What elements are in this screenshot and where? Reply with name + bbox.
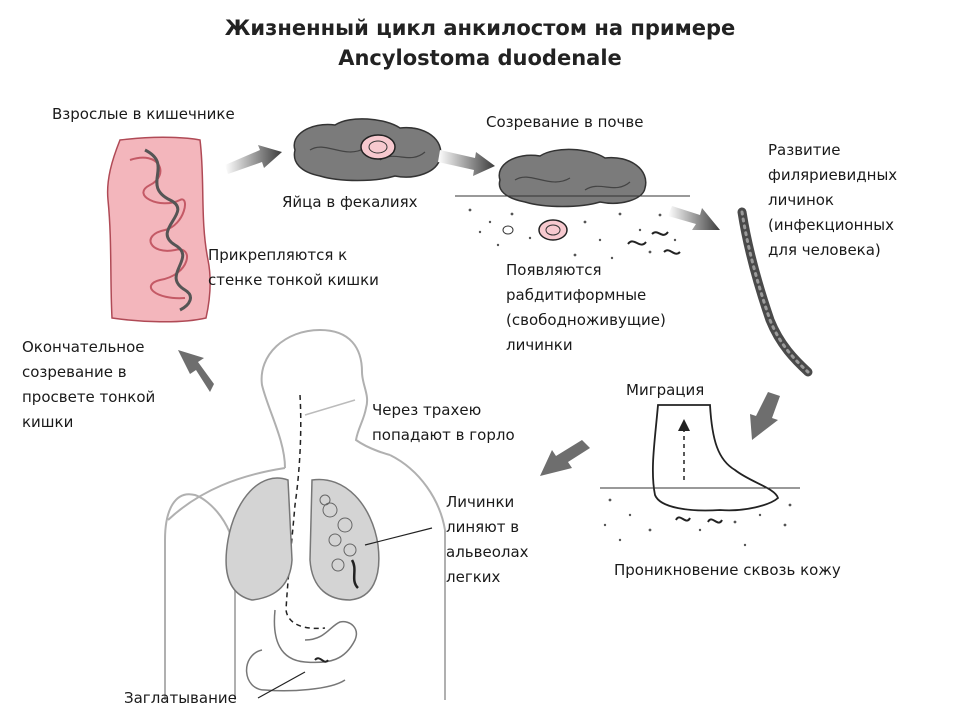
- adult-worm: [144, 148, 192, 312]
- arrow-soil-to-filariform: [668, 206, 720, 230]
- label-skin: Проникновение сквозь кожу: [614, 561, 841, 579]
- filariform-larva: [737, 207, 813, 377]
- left-lung: [225, 477, 293, 601]
- arrow-body-to-final: [178, 350, 214, 392]
- cycle-arrows: [178, 145, 780, 476]
- diagram-title-line1: Жизненный цикл анкилостом на примере: [224, 16, 736, 40]
- label-migration: Миграция: [626, 381, 705, 399]
- label-trachea: Через трахею попадают в горло: [372, 401, 515, 444]
- human-body-illustration: [164, 328, 446, 700]
- arrow-foot-to-body: [540, 440, 590, 476]
- stomach: [273, 609, 357, 664]
- intestine-illustration: [106, 136, 211, 323]
- arrow-eggs-to-soil: [438, 150, 495, 176]
- larva-in-soil: [675, 516, 691, 522]
- foot-illustration: [600, 404, 800, 547]
- label-eggs: Яйца в фекалиях: [282, 193, 418, 211]
- egg-icon: [538, 219, 568, 241]
- rhabditiform-larva: [651, 231, 669, 236]
- intestine-folds: [129, 156, 188, 300]
- intestine-tube: [106, 136, 211, 323]
- label-swallow: Заглатывание: [124, 689, 237, 707]
- diagram-title-line2: Ancylostoma duodenale: [338, 46, 622, 70]
- label-rhabditiform: Появляются рабдитиформные (свободноживущ…: [506, 261, 666, 354]
- label-filariform: Развитие филяриевидных личинок (инфекцио…: [768, 141, 898, 259]
- larva-in-soil: [707, 518, 723, 524]
- label-alveoli: Личинки линяют в альвеолах легких: [446, 493, 529, 586]
- arrow-filariform-to-foot: [750, 392, 780, 440]
- label-final: Окончательное созревание в просвете тонк…: [22, 338, 156, 431]
- feces-with-egg: [293, 118, 442, 182]
- soil-with-larvae: [455, 148, 690, 260]
- arrow-intestine-to-eggs: [225, 145, 282, 174]
- label-maturation-soil: Созревание в почве: [486, 113, 644, 131]
- rhabditiform-larva: [627, 240, 647, 246]
- egg-icon: [360, 134, 396, 160]
- rhabditiform-larva: [663, 249, 681, 255]
- label-attach: Прикрепляются к стенке тонкой кишки: [208, 246, 379, 289]
- right-lung: [309, 478, 380, 601]
- label-adults: Взрослые в кишечнике: [52, 105, 235, 123]
